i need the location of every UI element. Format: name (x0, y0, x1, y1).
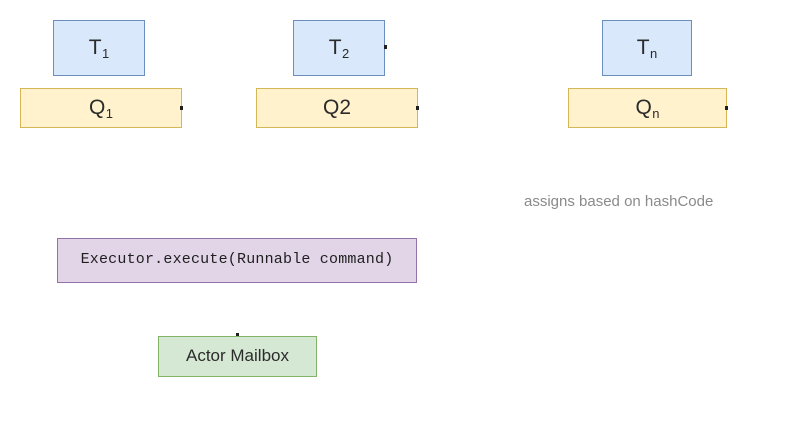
queue-box-q2[interactable]: Q2 (256, 88, 418, 128)
executor-box[interactable]: Executor.execute(Runnable command) (57, 238, 417, 283)
queue-label-q2: Q2 (322, 96, 352, 120)
arrow-tip-t2-icon (384, 45, 387, 49)
thread-box-t2[interactable]: T2 (293, 20, 385, 76)
arrow-tip-q1-icon (180, 106, 183, 110)
thread-label-t2: T2 (328, 36, 350, 62)
arrow-tip-qn-icon (725, 106, 728, 110)
queue-box-qn[interactable]: Qn (568, 88, 727, 128)
executor-label: Executor.execute(Runnable command) (80, 251, 394, 269)
queue-box-q1[interactable]: Q1 (20, 88, 182, 128)
thread-box-t1[interactable]: T1 (53, 20, 145, 76)
queue-label-q1: Q1 (88, 96, 114, 122)
thread-label-tn: Tn (636, 36, 658, 62)
actor-mailbox-label: Actor Mailbox (186, 346, 289, 366)
arrow-tip-mailbox-icon (236, 333, 239, 336)
thread-label-t1: T1 (88, 36, 110, 62)
queue-label-qn: Qn (635, 96, 660, 122)
annotation-assigns-hashcode: assigns based on hashCode (524, 193, 714, 210)
thread-box-tn[interactable]: Tn (602, 20, 692, 76)
arrow-tip-q2-icon (416, 106, 419, 110)
actor-mailbox-box[interactable]: Actor Mailbox (158, 336, 317, 377)
